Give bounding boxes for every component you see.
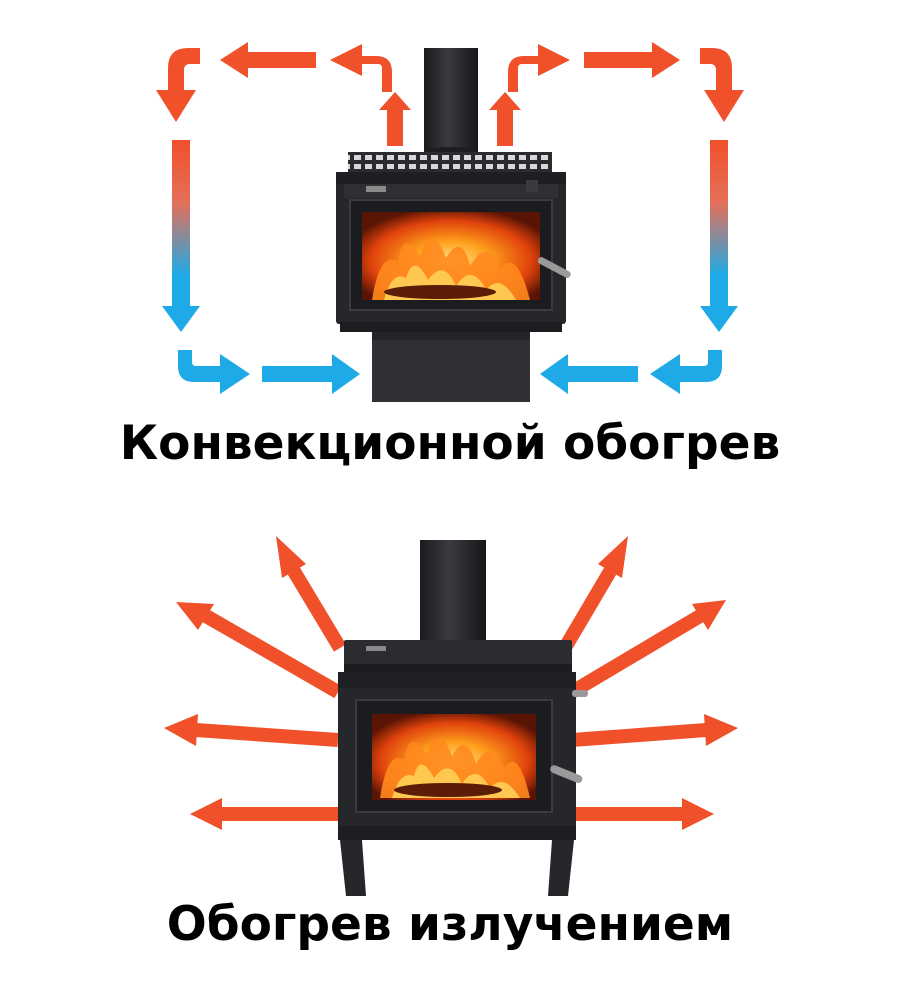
cold-air-arrow-icon [178,350,722,394]
radiation-panel [164,536,738,896]
stove-icon [338,540,588,896]
convection-caption: Конвекционной обогрев [119,416,781,471]
radiant-heat-arrow-icon [164,536,738,830]
radiation-caption: Обогрев излучением [166,897,734,952]
hot-air-arrow-icon [156,42,744,146]
cooling-air-arrow-icon [162,140,738,332]
convection-panel [156,42,744,402]
flame-icon [372,238,530,300]
flame-icon [380,738,530,798]
stove-icon [336,48,571,402]
